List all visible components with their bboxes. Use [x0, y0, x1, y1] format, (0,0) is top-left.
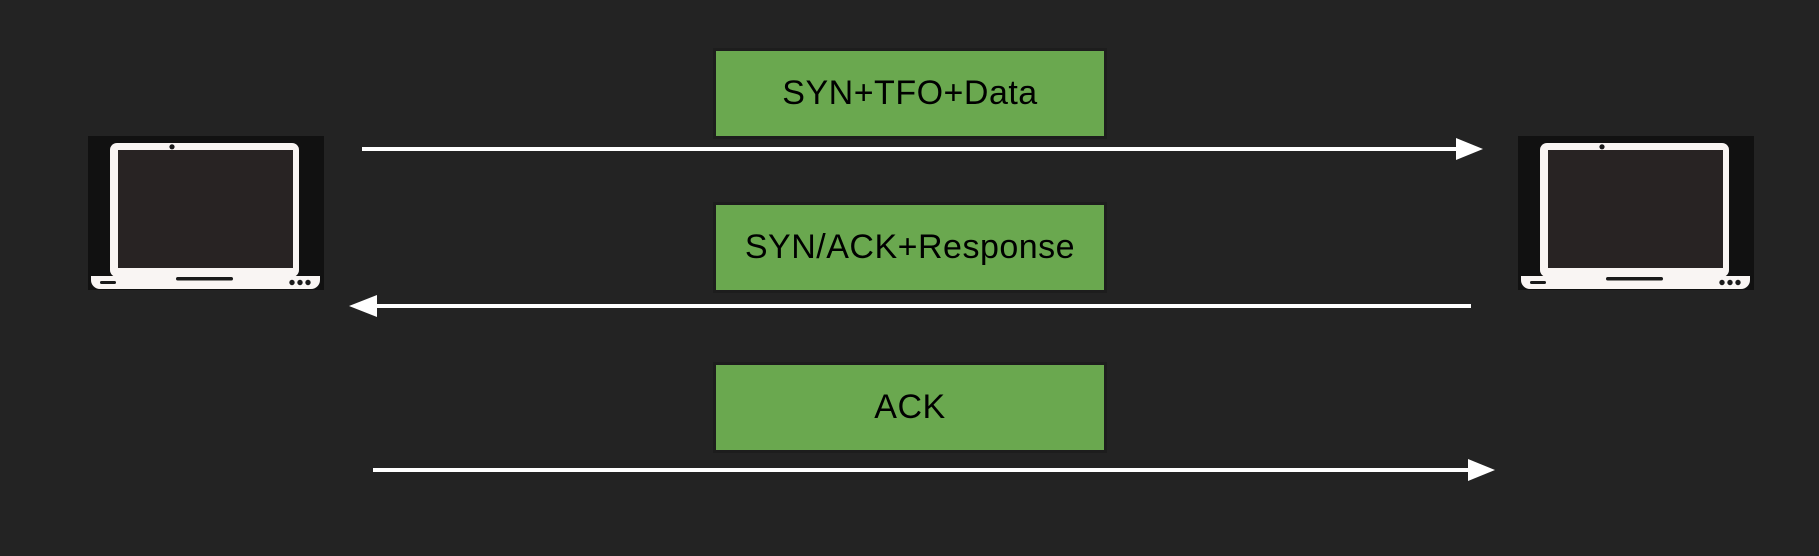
message-label-box-syn: SYN+TFO+Data: [713, 48, 1107, 139]
message-label: ACK: [874, 388, 946, 426]
arrowhead-left-icon: [349, 295, 377, 317]
message-label: SYN+TFO+Data: [782, 74, 1038, 112]
arrowhead-right-icon: [1468, 459, 1495, 481]
message-label: SYN/ACK+Response: [744, 228, 1076, 266]
laptop-icon: [88, 136, 324, 290]
ack-arrow: [373, 459, 1495, 481]
syn-arrow: [362, 138, 1483, 160]
right-device: [1518, 136, 1754, 290]
synack-arrow: [349, 295, 1471, 317]
left-device: [88, 136, 324, 290]
arrowhead-right-icon: [1456, 138, 1483, 160]
laptop-icon: [1518, 136, 1754, 290]
message-label-box-synack: SYN/ACK+Response: [713, 202, 1107, 293]
message-label-box-ack: ACK: [713, 362, 1107, 453]
